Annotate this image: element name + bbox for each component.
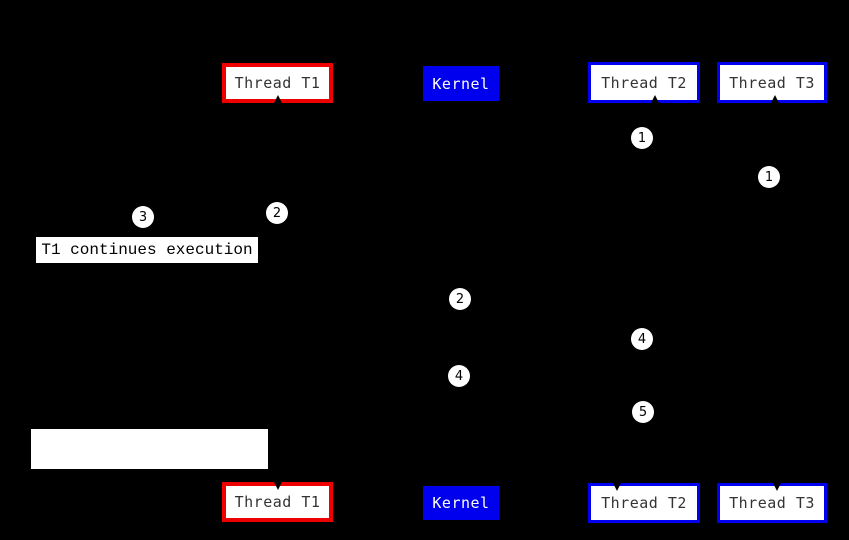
arrowhead-mark xyxy=(651,95,659,103)
arrowhead-mark xyxy=(274,95,282,103)
bottom-thread-t2-box: Thread T2 xyxy=(588,483,700,523)
top-kernel-box: Kernel xyxy=(423,66,499,101)
step-circle-3: 3 xyxy=(132,206,154,228)
t1-continues-execution-label: T1 continues execution xyxy=(36,237,258,263)
bottom-kernel-box: Kernel xyxy=(423,486,499,520)
step-circle-4-kernel: 4 xyxy=(448,365,470,387)
step-circle-4-t2: 4 xyxy=(631,328,653,350)
step-circle-2-kernel: 2 xyxy=(449,288,471,310)
arrowhead-mark xyxy=(771,95,779,103)
step-circle-2-t1: 2 xyxy=(266,202,288,224)
bottom-thread-t3-box: Thread T3 xyxy=(717,483,827,523)
blank-label-box xyxy=(31,429,268,469)
arrowhead-mark xyxy=(274,482,282,490)
arrowhead-mark xyxy=(613,483,621,491)
step-circle-1-t3: 1 xyxy=(758,166,780,188)
arrowhead-mark xyxy=(773,483,781,491)
top-thread-t2-box: Thread T2 xyxy=(588,62,700,103)
step-circle-5: 5 xyxy=(632,401,654,423)
step-circle-1-t2: 1 xyxy=(631,127,653,149)
